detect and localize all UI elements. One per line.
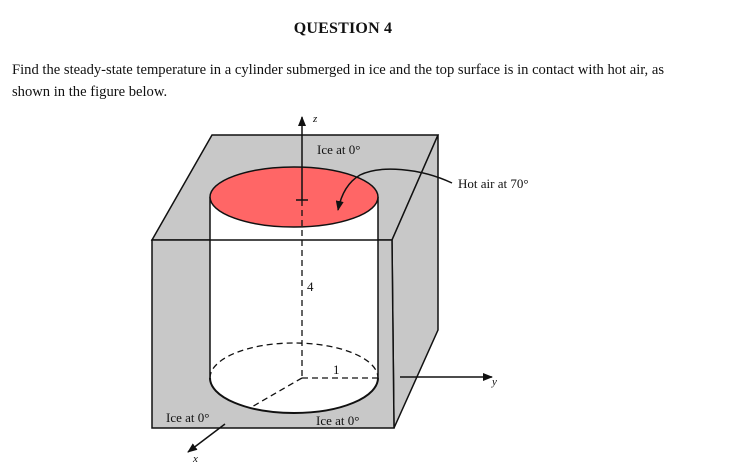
- y-axis-label: y: [491, 376, 497, 388]
- hot-top-surface: [209, 166, 379, 228]
- radius-label: 1: [333, 362, 340, 377]
- cylinder-body: [210, 197, 378, 413]
- ice-bottom-left-label: Ice at 0°: [166, 410, 209, 425]
- cylinder-bottom-front: [209, 377, 379, 414]
- ice-bottom-right-label: Ice at 0°: [316, 413, 359, 428]
- z-axis-label: z: [312, 113, 318, 125]
- hot-air-arrow: [335, 168, 453, 211]
- ice-top-label: Ice at 0°: [317, 142, 360, 157]
- height-label: 4: [307, 279, 314, 294]
- question-title: QUESTION 4: [293, 20, 393, 37]
- hot-air-label: Hot air at 70°: [458, 176, 529, 191]
- x-axis-label: x: [192, 453, 198, 465]
- x-axis: [187, 423, 226, 453]
- cylinder-bottom-back: [209, 342, 379, 379]
- question-text: Find the steady-state temperature in a c…: [12, 62, 665, 100]
